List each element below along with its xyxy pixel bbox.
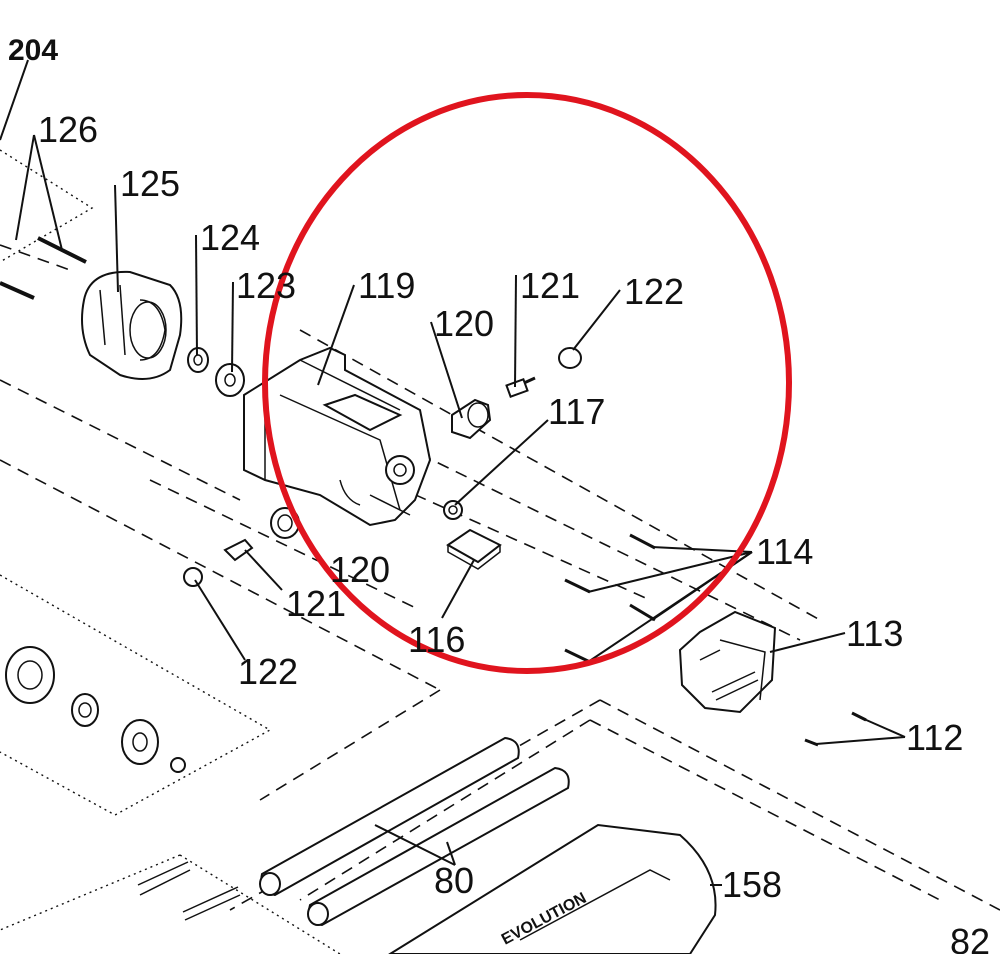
callout-117: 117 (548, 391, 605, 432)
callout-114: 114 (756, 531, 813, 572)
callout-112: 112 (906, 717, 963, 758)
part-121-brush-bottom (223, 538, 254, 562)
callout-204: 204 (8, 34, 58, 67)
leader-lines (0, 59, 906, 886)
callout-122-bottom: 122 (238, 651, 298, 692)
callout-113: 113 (846, 613, 903, 654)
callout-82: 82 (950, 921, 990, 954)
callout-125: 125 (120, 163, 180, 204)
part-117-nut (443, 500, 463, 520)
callout-120-bottom: 120 (330, 549, 390, 590)
part-116-frame (446, 528, 502, 570)
callout-124: 124 (200, 217, 260, 258)
callout-116: 116 (408, 619, 465, 660)
part-80-rails (259, 736, 570, 927)
part-120-brush-holder-top (451, 398, 492, 440)
callout-123: 123 (236, 265, 296, 306)
part-122-cap-top (558, 347, 582, 369)
part-112-screws (804, 711, 867, 747)
part-113-end-cap (678, 610, 777, 714)
part-123-washer (215, 363, 245, 397)
part-124-bearing (187, 347, 209, 373)
callout-121-bottom: 121 (286, 583, 346, 624)
callout-120-top: 120 (434, 303, 494, 344)
part-114-screws (564, 533, 656, 664)
spring-parts (137, 861, 241, 921)
gear-train-parts (5, 646, 186, 773)
part-122-cap-bottom (183, 567, 203, 587)
callout-126: 126 (38, 109, 98, 150)
part-158-base: EVOLUTION (386, 823, 717, 955)
callout-80: 80 (434, 860, 474, 901)
part-125-stator (81, 270, 183, 380)
part-121-brush-top (505, 376, 536, 398)
callout-158: 158 (722, 864, 782, 905)
part-119-motor-housing (243, 346, 432, 527)
highlight-circle (262, 92, 792, 674)
callout-122-top: 122 (624, 271, 684, 312)
callout-labels: 204 126 125 124 123 119 120 121 122 117 … (8, 34, 990, 959)
part-126-pins (0, 236, 87, 300)
callout-119: 119 (358, 265, 415, 306)
callout-121-top: 121 (520, 265, 580, 306)
